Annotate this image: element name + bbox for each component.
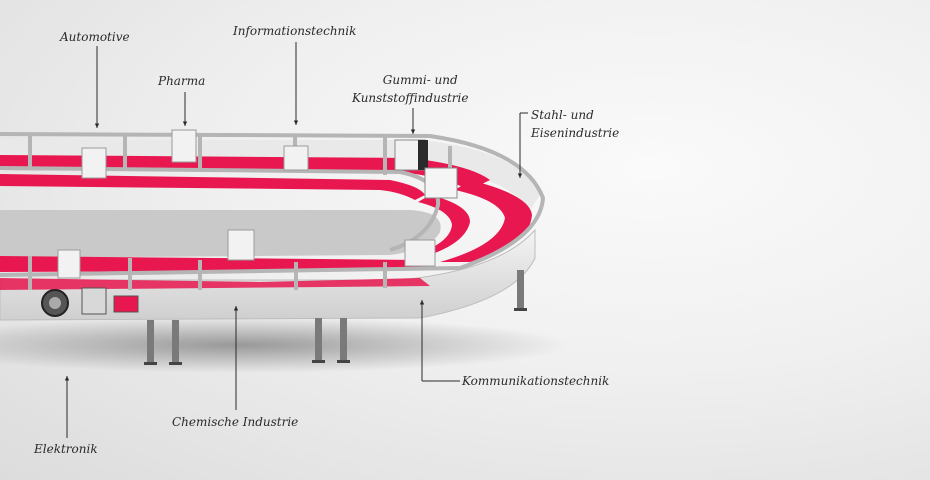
conveyor-belt-back (0, 155, 490, 190)
callout-informationstechnik-head (293, 120, 299, 125)
support-leg (340, 318, 347, 360)
label-gummi-kunststoff: Gummi- und Kunststoffindustrie (352, 73, 469, 105)
label-automotive: Automotive (60, 30, 130, 44)
control-box (81, 287, 107, 315)
support-leg (315, 318, 322, 360)
box-stahl (424, 167, 458, 199)
callout-pharma-head (182, 121, 188, 126)
support-leg (517, 270, 524, 308)
label-chemische-industrie: Chemische Industrie (172, 415, 299, 429)
support-leg (147, 320, 154, 362)
leg-foot (169, 362, 182, 365)
ground-shadow (0, 317, 570, 373)
support-legs (144, 270, 527, 365)
support-leg (172, 320, 179, 362)
callout-gummi-head (410, 129, 416, 134)
conveyor-belt-curve-inner (405, 195, 470, 258)
label-pharma: Pharma (158, 74, 206, 88)
box-pharma (171, 129, 197, 163)
conveyor-belt-front-2 (0, 278, 430, 290)
box-gummi-dark (418, 140, 428, 170)
leg-foot (514, 308, 527, 311)
top-rail (0, 132, 546, 277)
box-kommunikation (404, 239, 436, 267)
label-kommunikationstechnik: Kommunikationstechnik (462, 374, 610, 388)
callout-stahl-head (517, 173, 523, 178)
conveyor-belt-curve (440, 180, 532, 262)
label-stahl-eisen: Stahl- und Eisenindustrie (531, 108, 620, 140)
drive-motor-hub (49, 297, 61, 309)
box-chemie (227, 229, 255, 261)
leg-foot (144, 362, 157, 365)
inner-floor (0, 210, 441, 258)
callout-chemie-head (233, 306, 239, 311)
callout-kommunikation-head (419, 300, 425, 305)
box-informationstechnik (283, 145, 309, 171)
callout-automotive-head (94, 123, 100, 128)
label-informationstechnik: Informationstechnik (233, 24, 357, 38)
control-box-red (113, 295, 139, 313)
callout-elektronik-head (64, 376, 70, 381)
label-elektronik: Elektronik (34, 442, 98, 456)
leg-foot (337, 360, 350, 363)
box-front-left (57, 249, 81, 279)
box-automotive (81, 147, 107, 179)
leg-foot (312, 360, 325, 363)
conveyor-belt-mid (0, 174, 425, 200)
callout-lines (64, 42, 528, 438)
